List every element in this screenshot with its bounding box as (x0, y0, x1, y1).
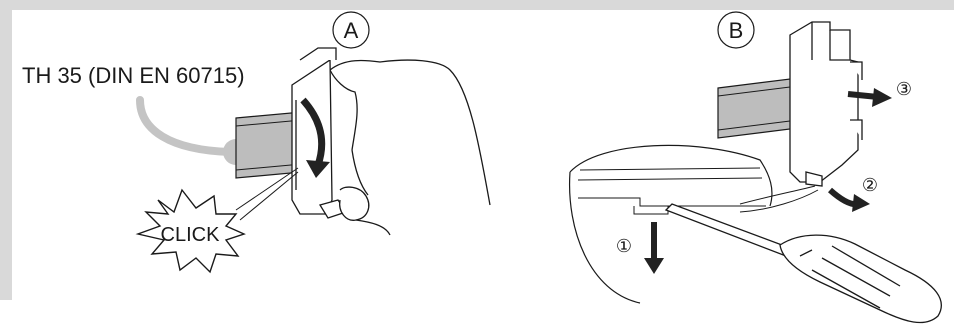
detail-zoom (570, 145, 818, 303)
arrow-push-down: ① (616, 222, 664, 274)
click-label: CLICK (161, 224, 221, 246)
screwdriver (666, 204, 941, 323)
din-rail-b (718, 78, 798, 138)
rail-label: TH 35 (DIN EN 60715) (22, 63, 245, 88)
device-b (790, 22, 862, 186)
panel-b-marker: B (718, 12, 754, 48)
step-2-label: ② (862, 175, 878, 195)
panel-a-marker-label: A (344, 18, 359, 43)
step-1-label: ① (616, 236, 632, 256)
panel-a-marker: A (333, 12, 369, 48)
click-burst: CLICK (138, 168, 298, 272)
panel-b: B ③ ② (570, 12, 942, 323)
panel-a: A TH 35 (DIN EN 60715) (22, 12, 490, 272)
hand-a (330, 60, 490, 235)
panel-b-marker-label: B (729, 18, 744, 43)
rail-callout-line (140, 100, 249, 165)
step-3-label: ③ (896, 79, 912, 99)
arrow-tilt: ② (830, 175, 878, 212)
